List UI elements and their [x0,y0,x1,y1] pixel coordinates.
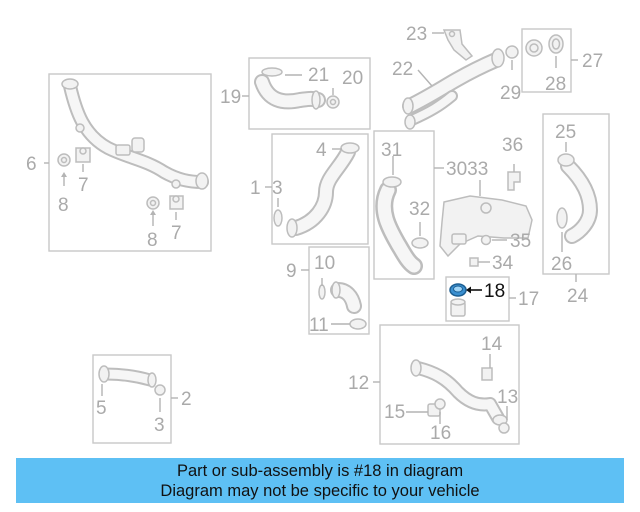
group-box-17 [445,276,510,322]
callout-13: 13 [497,387,518,408]
callout-4: 4 [316,140,327,161]
pipe-22 [402,45,519,130]
callout-28: 28 [545,74,566,95]
callout-36: 36 [502,135,523,156]
hose-24 [556,153,598,244]
callout-2: 2 [181,389,192,410]
callout-27: 27 [582,51,603,72]
callout-10: 10 [314,253,335,274]
group-box-9 [308,246,370,335]
banner-line-1: Part or sub-assembly is #18 in diagram [176,461,464,480]
group-box-3033 [373,130,435,280]
callout-6: 6 [26,154,37,175]
hose-2 [98,365,166,396]
hose-1 [273,142,360,238]
callout-23: 23 [406,24,427,45]
callout-8-b: 8 [147,230,158,251]
callout-14: 14 [481,334,503,355]
grommet-7-lower [169,195,184,210]
housing-33 [439,195,533,258]
callout-3-group2: 3 [154,415,165,436]
callout-21: 21 [308,65,329,86]
group-box-1 [271,133,369,245]
group-box-12 [379,324,520,445]
callout-34: 34 [492,253,514,274]
callout-24: 24 [567,286,589,307]
callout-8: 8 [58,195,69,216]
callout-35: 35 [510,231,531,252]
callout-15: 15 [384,402,405,423]
hose-30 [375,176,429,275]
callout-25: 25 [555,122,576,143]
hose-19 [254,67,340,110]
pipe-6 [61,78,209,190]
callout-7-b: 7 [171,223,182,244]
bushing-8-upper [57,153,71,167]
callout-labels: 6 7 8 8 7 19 21 20 1 3 4 31 3033 32 23 2… [26,24,603,444]
callout-7: 7 [78,175,89,196]
bracket-23 [442,29,474,61]
callout-29: 29 [500,83,521,104]
callout-31: 31 [381,140,402,161]
elbow-hose-9 [318,281,367,330]
callout-12: 12 [348,373,369,394]
pipe-12 [410,359,510,434]
info-banner: Part or sub-assembly is #18 in diagram D… [16,458,624,503]
parts-27-28 [525,34,564,57]
callout-18-highlighted: 18 [484,281,505,302]
callout-9: 9 [286,261,297,282]
callout-3-group1: 3 [272,178,283,199]
callout-16: 16 [430,423,451,444]
sleeve-17 [450,298,466,317]
callout-26: 26 [551,254,572,275]
group-box-2 [92,354,172,444]
grommet-7-upper [75,147,91,163]
banner-line-2: Diagram may not be specific to your vehi… [160,481,480,500]
callout-11: 11 [309,315,329,336]
callout-3033: 3033 [446,159,488,180]
bolt-35 [480,234,492,246]
callout-5: 5 [96,398,107,419]
screw-34 [469,257,484,267]
sensor-36 [507,171,521,191]
clamp-18-highlighted [449,283,467,297]
callout-19: 19 [220,87,241,108]
callout-17: 17 [518,289,539,310]
leader-lines [44,32,578,424]
callout-20: 20 [342,68,363,89]
callout-22: 22 [392,59,413,80]
group-box-19 [248,57,371,130]
callout-32: 32 [409,199,430,220]
bushing-8-lower [146,196,160,210]
callout-1: 1 [250,178,261,199]
